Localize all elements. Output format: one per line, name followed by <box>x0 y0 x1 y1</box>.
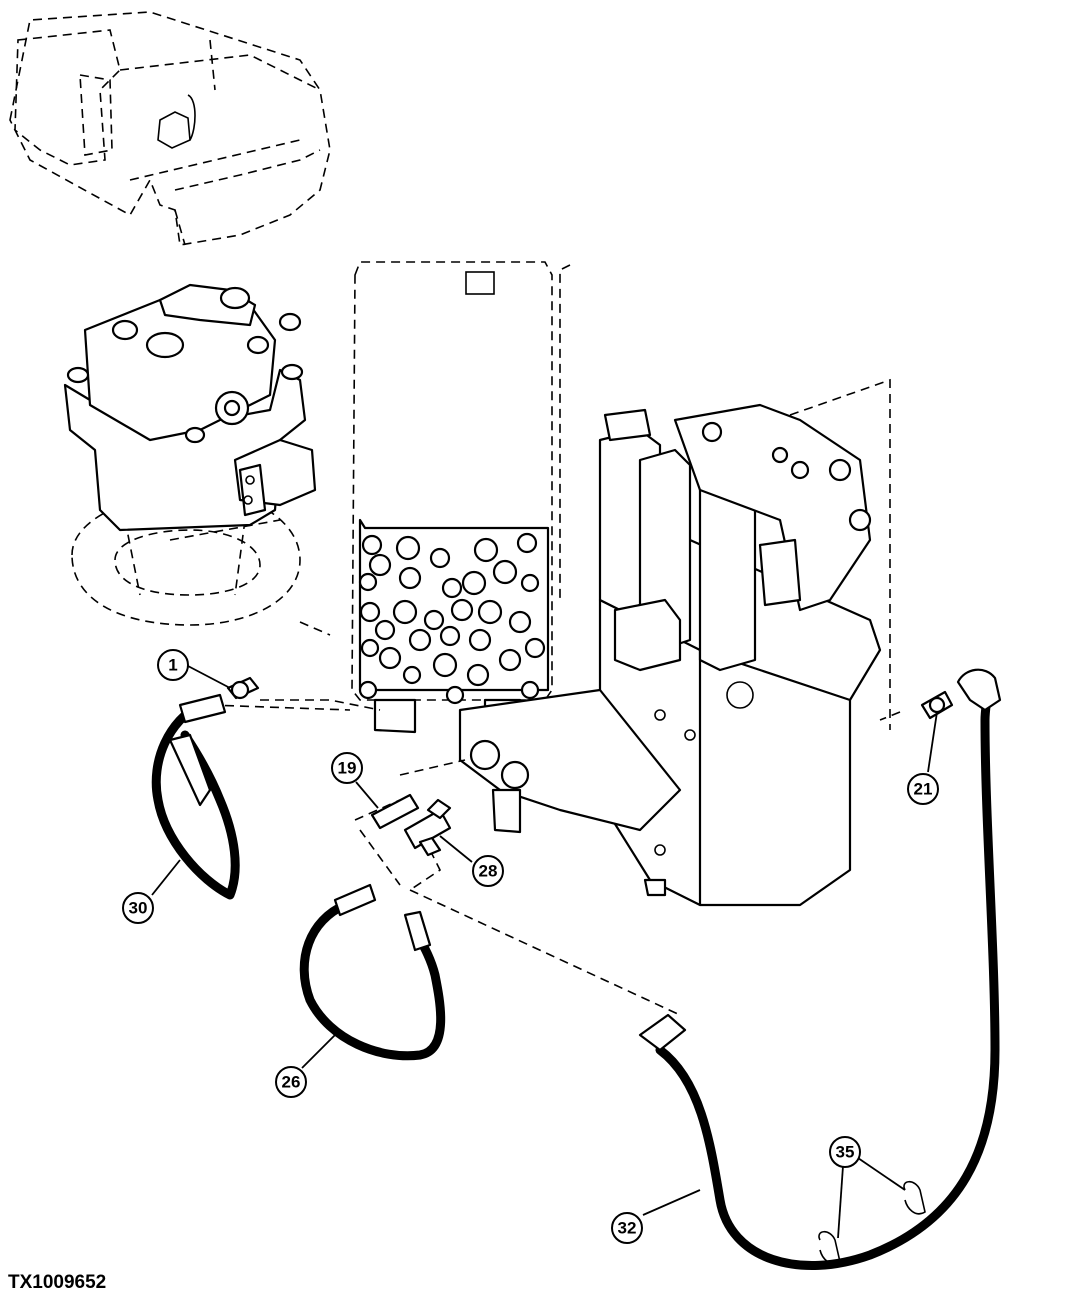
clamp-35 <box>818 1180 926 1265</box>
nipple-19 <box>370 793 420 830</box>
callout-21: 21 <box>907 773 939 805</box>
manifold-ports <box>358 532 546 705</box>
control-valve <box>458 264 891 907</box>
machine-locator <box>9 11 331 246</box>
callout-label-28: 28 <box>479 862 498 881</box>
callout-26: 26 <box>275 1066 307 1098</box>
hose-30 <box>151 693 240 900</box>
callout-label-1: 1 <box>168 656 177 675</box>
callout-28: 28 <box>472 855 504 887</box>
callout-19: 19 <box>331 752 363 784</box>
callout-35: 35 <box>829 1136 861 1168</box>
connection-paths <box>209 621 901 1016</box>
tee-fitting-28 <box>403 798 452 857</box>
callout-1: 1 <box>157 649 189 681</box>
hose-26 <box>299 883 446 1061</box>
pilot-manifold <box>351 261 553 734</box>
callout-32: 32 <box>611 1212 643 1244</box>
callout-label-32: 32 <box>618 1219 637 1238</box>
hose-32 <box>638 668 1002 1270</box>
callout-label-26: 26 <box>282 1073 301 1092</box>
callout-30: 30 <box>122 892 154 924</box>
figure-id: TX1009652 <box>8 1272 106 1293</box>
swing-motor <box>63 283 317 626</box>
callout-label-35: 35 <box>836 1143 855 1162</box>
callout-label-21: 21 <box>914 780 933 799</box>
elbow-fitting-1 <box>226 676 260 700</box>
elbow-fitting-21 <box>920 690 954 720</box>
callout-label-19: 19 <box>338 759 357 778</box>
callout-label-30: 30 <box>129 899 148 918</box>
leader-lines <box>151 665 938 1239</box>
